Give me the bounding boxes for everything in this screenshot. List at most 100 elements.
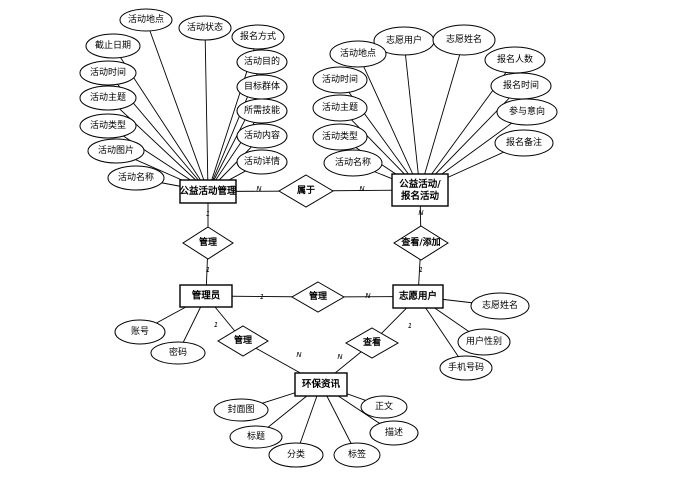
entity-label: 志愿用户 xyxy=(399,290,437,302)
attribute-activity-mgmt-8: 所需技能 xyxy=(236,98,288,124)
attribute-activity-mgmt-9: 活动类型 xyxy=(79,113,137,139)
entity-admin: 管理员 xyxy=(179,284,233,308)
attribute-label: 目标群体 xyxy=(244,80,280,92)
attribute-activity-signup-8: 活动类型 xyxy=(312,123,368,151)
attribute-label: 活动状态 xyxy=(187,21,223,33)
attribute-label: 封面图 xyxy=(227,403,254,415)
attribute-admin-0: 账号 xyxy=(114,319,166,345)
attribute-activity-signup-4: 活动时间 xyxy=(312,66,368,94)
attribute-eco-news-1: 正文 xyxy=(360,395,408,419)
attribute-label: 活动名称 xyxy=(335,156,371,168)
entity-label: 公益活动/报名活动 xyxy=(399,178,441,202)
cardinality-mgmt-rel-bottom: 1 xyxy=(206,266,210,274)
cardinality-admin-rel-left: 1 xyxy=(260,293,264,301)
attribute-eco-news-2: 标题 xyxy=(229,425,283,449)
attribute-label: 活动类型 xyxy=(322,130,358,142)
attr-link xyxy=(403,40,421,191)
attribute-activity-signup-7: 参与意向 xyxy=(496,98,558,126)
attribute-label: 用户性别 xyxy=(466,335,502,347)
attribute-label: 活动详情 xyxy=(244,155,280,167)
attribute-label: 正文 xyxy=(375,400,393,412)
attribute-volunteer-0: 志愿姓名 xyxy=(470,292,530,320)
relationship-manage-admin-vol: 管理 xyxy=(290,281,346,313)
entity-label: 公益活动管理 xyxy=(179,185,237,197)
cardinality-mgmt-rel-top: 1 xyxy=(206,210,210,218)
attribute-label: 报名时间 xyxy=(503,79,539,91)
relationship-label: 查看/添加 xyxy=(400,236,440,248)
attribute-label: 活动图片 xyxy=(98,144,134,156)
attribute-activity-mgmt-12: 活动详情 xyxy=(236,149,288,175)
entity-eco-news: 环保资讯 xyxy=(294,372,348,397)
attribute-activity-mgmt-3: 截止日期 xyxy=(85,33,141,59)
attribute-label: 报名方式 xyxy=(240,30,276,42)
attribute-eco-news-0: 封面图 xyxy=(213,398,269,422)
cardinality-vol-rel-right: N xyxy=(365,292,371,300)
attribute-label: 活动主题 xyxy=(322,101,358,113)
attribute-admin-1: 密码 xyxy=(150,341,206,365)
attribute-label: 活动地点 xyxy=(128,13,164,25)
attribute-activity-signup-3: 报名人数 xyxy=(484,46,546,74)
attr-link xyxy=(204,27,209,192)
attribute-label: 活动类型 xyxy=(90,119,126,131)
attribute-label: 活动名称 xyxy=(118,171,154,183)
entity-activity-signup: 公益活动/报名活动 xyxy=(391,173,449,207)
attribute-activity-mgmt-0: 活动地点 xyxy=(119,8,173,32)
relationship-label: 查看 xyxy=(362,336,381,348)
relationship-label: 管理 xyxy=(309,290,327,302)
relationship-view-signup: 查看/添加 xyxy=(393,225,449,261)
attribute-label: 活动主题 xyxy=(90,91,126,103)
attribute-label: 账号 xyxy=(131,326,149,337)
attribute-label: 标题 xyxy=(247,430,265,442)
attribute-volunteer-2: 手机号码 xyxy=(439,355,493,381)
attribute-activity-mgmt-11: 活动图片 xyxy=(87,138,145,164)
relationship-label: 管理 xyxy=(199,236,217,248)
relationship-label: 属于 xyxy=(296,184,315,196)
cardinality-admin-news-bottom: N xyxy=(296,351,302,359)
relationship-view-news: 查看 xyxy=(344,327,400,359)
attribute-activity-mgmt-4: 活动目的 xyxy=(236,49,288,75)
attribute-label: 参与意向 xyxy=(509,105,545,117)
attributes-layer: 活动地点活动状态报名方式截止日期活动目的活动时间目标群体活动主题所需技能活动类型… xyxy=(79,8,558,468)
attribute-label: 标签 xyxy=(348,448,366,460)
attribute-activity-mgmt-7: 活动主题 xyxy=(79,85,137,111)
cardinality-admin-news-top: 1 xyxy=(214,321,218,329)
entity-activity-mgmt: 公益活动管理 xyxy=(179,179,237,204)
attr-link xyxy=(107,97,209,192)
relationship-manage-activity: 管理 xyxy=(182,226,234,260)
attribute-eco-news-3: 描述 xyxy=(369,420,419,446)
relationships-layer: 属于管理查看/添加管理管理查看 xyxy=(182,174,449,359)
attribute-activity-signup-5: 报名时间 xyxy=(490,72,552,100)
cardinality-belongs-right: N xyxy=(359,185,365,193)
cardinality-signup-rel-bottom: 1 xyxy=(419,266,423,274)
attribute-label: 活动时间 xyxy=(90,66,126,78)
attribute-label: 所需技能 xyxy=(244,104,280,116)
entity-label: 管理员 xyxy=(192,290,221,302)
attribute-activity-mgmt-13: 活动名称 xyxy=(107,165,165,191)
attribute-activity-signup-6: 活动主题 xyxy=(312,94,368,122)
attribute-activity-signup-1: 志愿姓名 xyxy=(432,24,496,56)
attribute-label: 活动时间 xyxy=(322,73,358,85)
attribute-activity-signup-9: 报名备注 xyxy=(494,129,554,157)
attribute-activity-mgmt-5: 活动时间 xyxy=(79,60,137,86)
attribute-eco-news-5: 标签 xyxy=(333,442,381,468)
attribute-label: 报名人数 xyxy=(497,53,533,65)
attribute-label: 活动目的 xyxy=(244,55,280,67)
attribute-activity-signup-2: 活动地点 xyxy=(329,40,387,68)
attribute-activity-mgmt-2: 报名方式 xyxy=(231,24,285,50)
attribute-label: 密码 xyxy=(169,346,187,358)
attribute-label: 志愿用户 xyxy=(386,34,422,46)
attribute-activity-signup-10: 活动名称 xyxy=(323,149,383,177)
attribute-label: 志愿姓名 xyxy=(446,33,482,45)
cardinality-belongs-left: N xyxy=(256,185,262,193)
attr-link xyxy=(419,39,465,191)
relationship-belongs: 属于 xyxy=(278,174,334,208)
attribute-label: 志愿姓名 xyxy=(482,299,518,311)
cardinality-signup-rel-top: N xyxy=(418,209,424,217)
entity-volunteer: 志愿用户 xyxy=(392,284,444,309)
attribute-activity-mgmt-1: 活动状态 xyxy=(178,15,232,41)
relationship-label: 管理 xyxy=(234,334,252,346)
attr-link xyxy=(357,53,421,191)
